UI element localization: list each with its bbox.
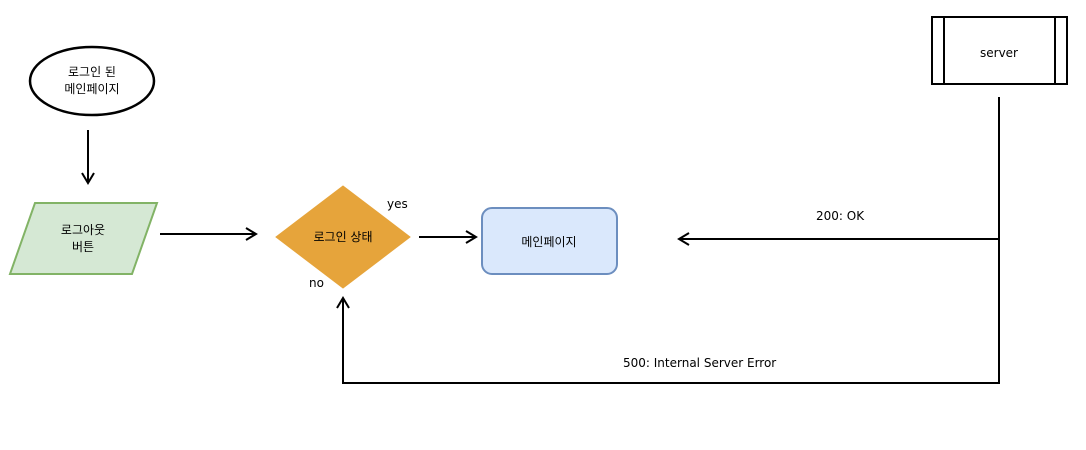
login-state-decision[interactable]: 로그인 상태 xyxy=(275,185,411,289)
main-page-node[interactable]: 메인페이지 xyxy=(481,207,618,275)
logout-button-node[interactable]: 로그아웃 버튼 xyxy=(8,202,159,275)
main-page-label: 메인페이지 xyxy=(521,235,576,249)
decision-label: 로그인 상태 xyxy=(313,230,372,244)
server-label: server xyxy=(980,46,1018,60)
yes-label: yes xyxy=(387,197,408,211)
error-label: 500: Internal Server Error xyxy=(623,356,776,370)
logout-button-line1: 로그아웃 xyxy=(61,223,105,237)
no-label: no xyxy=(309,276,324,290)
edge-server-error-to-decision xyxy=(336,296,999,384)
start-node[interactable]: 로그인 된 메인페이지 xyxy=(28,45,156,117)
logout-button-line2: 버튼 xyxy=(72,240,94,254)
server-node[interactable]: server xyxy=(931,16,1068,85)
start-node-line1: 로그인 된 xyxy=(68,65,116,79)
start-node-line2: 메인페이지 xyxy=(64,82,119,96)
ok-label: 200: OK xyxy=(816,209,865,223)
